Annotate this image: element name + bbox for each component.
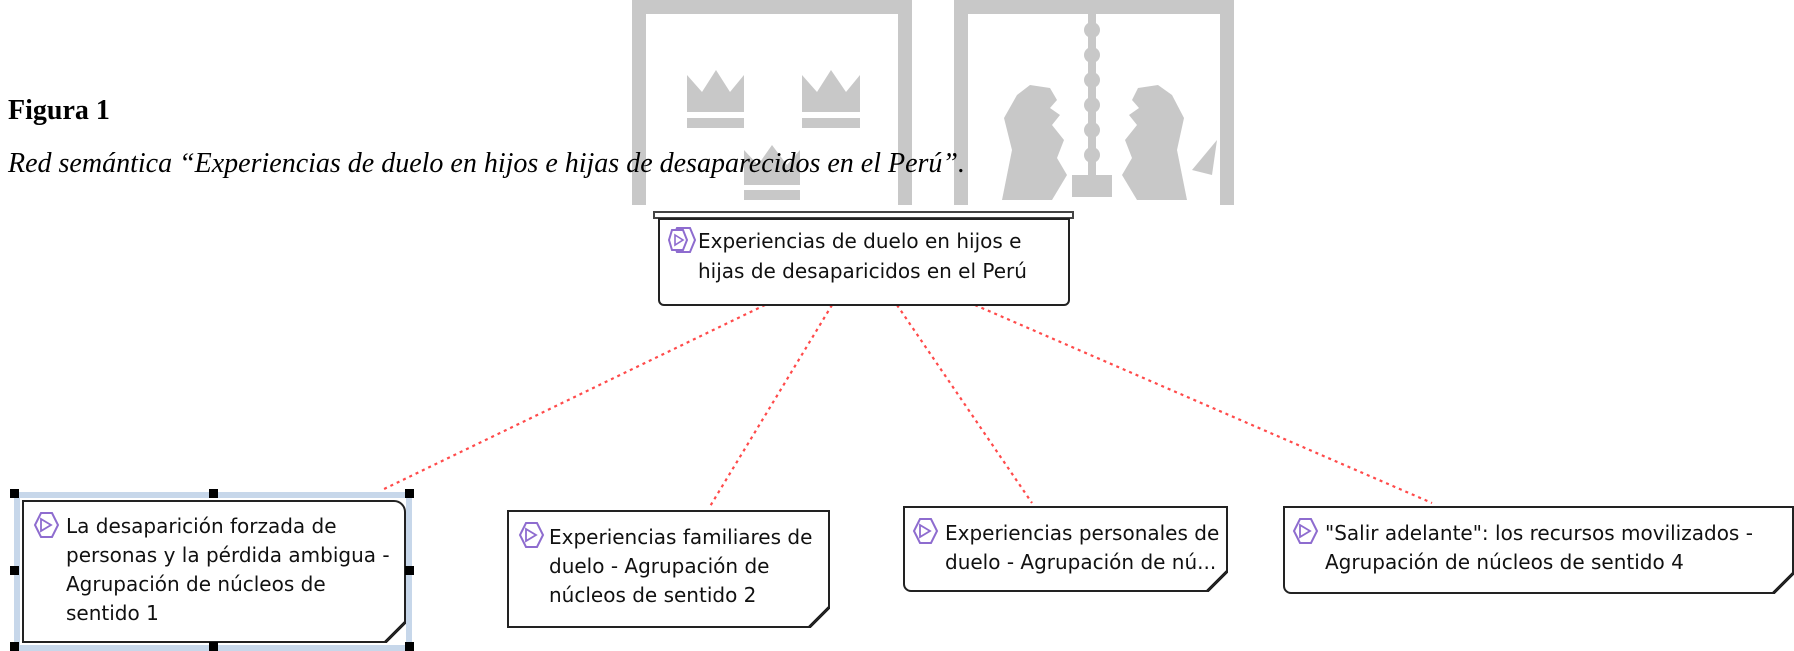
node-2-label-line-2: duelo - Agrupación de: [549, 554, 770, 578]
network-root-node[interactable]: Experiencias de duelo en hijos e hijas d…: [658, 218, 1070, 306]
resize-handle-top[interactable]: [209, 489, 218, 498]
node-1-label-line-4: sentido 1: [66, 601, 159, 625]
root-node-label-line-1: Experiencias de duelo en hijos e: [698, 229, 1022, 253]
link-root-node-4: [974, 303, 1433, 505]
node-1-label-line-3: Agrupación de núcleos de: [66, 572, 326, 596]
link-root-node-2: [708, 304, 833, 509]
node-3-label-line-1: Experiencias personales de: [945, 521, 1220, 545]
resize-handle-left[interactable]: [10, 566, 19, 575]
node-3-label-line-2: duelo - Agrupación de nú...: [945, 550, 1217, 574]
node-1-label-line-1: La desaparición forzada de: [66, 514, 337, 538]
network-node-3[interactable]: Experiencias personales de duelo - Agrup…: [903, 506, 1228, 592]
link-root-node-3: [896, 304, 1033, 504]
resize-handle-top-left[interactable]: [10, 489, 19, 498]
resize-handle-right[interactable]: [405, 566, 414, 575]
figure-caption: Red semántica “Experiencias de duelo en …: [8, 148, 965, 179]
atlas-network-icon: [1292, 518, 1319, 544]
figure-label: Figura 1: [8, 95, 110, 126]
node-4-label-line-2: Agrupación de núcleos de sentido 4: [1325, 550, 1684, 574]
node-2-label-line-1: Experiencias familiares de: [549, 525, 813, 549]
university-crest-watermark: [632, 0, 1234, 205]
atlas-network-icon: [912, 518, 939, 544]
network-node-2[interactable]: Experiencias familiares de duelo - Agrup…: [507, 510, 830, 628]
resize-handle-bottom[interactable]: [209, 642, 218, 651]
link-root-node-1: [381, 304, 766, 491]
network-node-1[interactable]: La desaparición forzada de personas y la…: [22, 500, 406, 643]
resize-handle-top-right[interactable]: [405, 489, 414, 498]
resize-handle-bottom-right[interactable]: [405, 642, 414, 651]
atlas-network-icon: [668, 227, 696, 253]
network-node-4[interactable]: "Salir adelante": los recursos movilizad…: [1283, 506, 1794, 594]
resize-handle-bottom-left[interactable]: [10, 642, 19, 651]
root-node-label-line-2: hijas de desaparicidos en el Perú: [698, 259, 1027, 283]
atlas-network-icon: [518, 522, 545, 548]
node-4-label-line-1: "Salir adelante": los recursos movilizad…: [1325, 521, 1753, 545]
node-2-label-line-3: núcleos de sentido 2: [549, 583, 757, 607]
node-1-label-line-2: personas y la pérdida ambigua -: [66, 543, 390, 567]
atlas-network-icon: [33, 512, 60, 538]
